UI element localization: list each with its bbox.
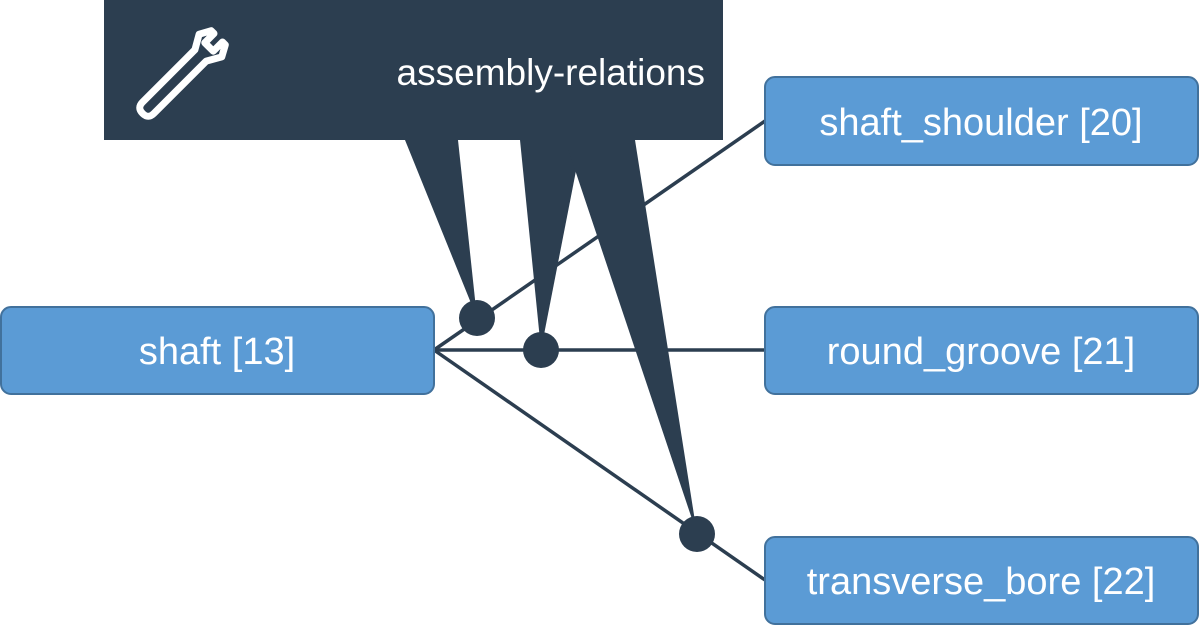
node-shaft-shoulder[interactable]: shaft_shoulder [20] xyxy=(764,76,1199,166)
junction-dot-shaft-shoulder xyxy=(459,300,495,336)
banner-title: assembly-relations xyxy=(397,52,705,93)
node-transverse-bore[interactable]: transverse_bore [22] xyxy=(764,536,1199,625)
edge-shaft-to-transverse-bore xyxy=(433,348,766,582)
wrench-icon xyxy=(136,27,229,120)
node-round-groove-label: round_groove [21] xyxy=(827,331,1135,373)
node-shaft-label: shaft [13] xyxy=(139,331,295,373)
callout-pointer-shaft-shoulder xyxy=(405,140,477,318)
junction-dot-transverse-bore xyxy=(679,516,715,552)
node-round-groove[interactable]: round_groove [21] xyxy=(764,306,1199,395)
junction-dot-round-groove xyxy=(523,332,559,368)
callout-pointer-transverse-bore xyxy=(565,140,697,534)
node-shaft-shoulder-label: shaft_shoulder [20] xyxy=(819,102,1142,144)
assembly-relations-banner xyxy=(104,0,723,140)
node-shaft[interactable]: shaft [13] xyxy=(0,306,435,395)
callout-pointer-round-groove xyxy=(520,140,582,350)
node-transverse-bore-label: transverse_bore [22] xyxy=(807,561,1156,603)
